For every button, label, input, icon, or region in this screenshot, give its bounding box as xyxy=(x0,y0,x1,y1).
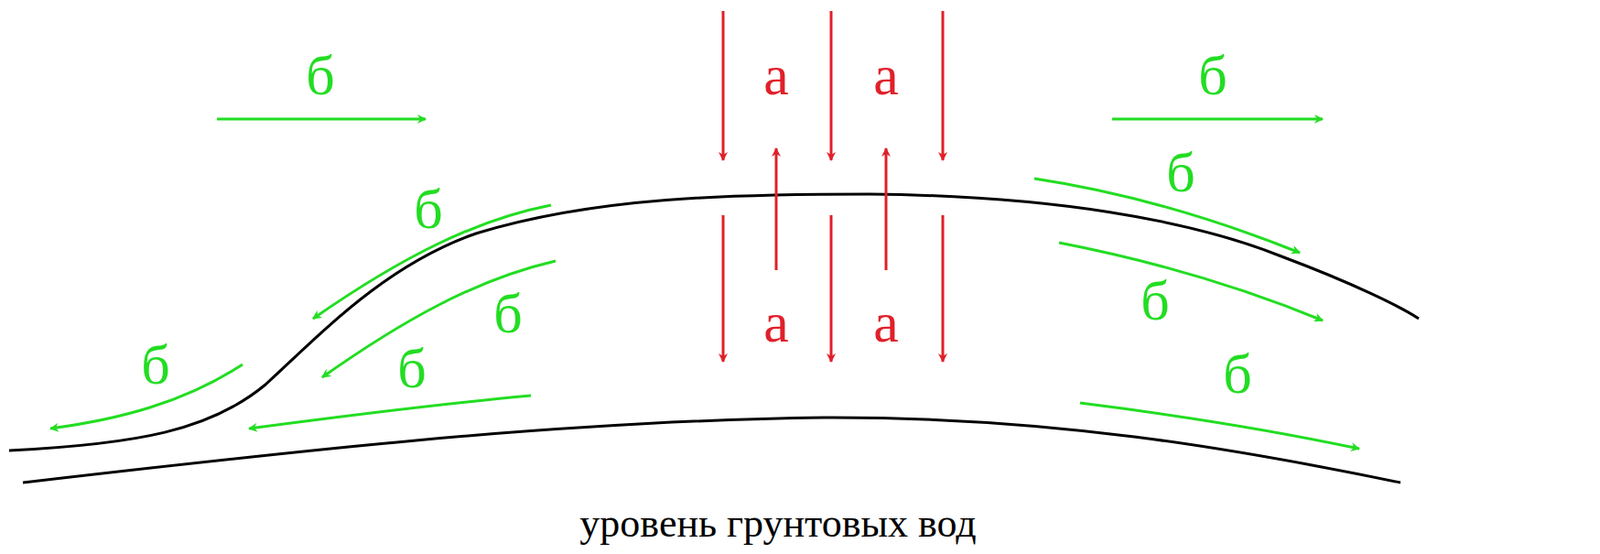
infiltration-label: а xyxy=(873,293,899,351)
infiltration-label: а xyxy=(873,46,899,104)
infiltration-arrows xyxy=(723,10,943,362)
mound-curve xyxy=(9,194,1419,451)
level-label: уровень грунтовых вод xyxy=(579,503,976,544)
infiltration-label: а xyxy=(763,46,790,104)
flow-label: б xyxy=(1166,143,1196,201)
flow-label: б xyxy=(1198,46,1228,104)
flow-arrows xyxy=(50,118,1360,449)
flow-label: б xyxy=(305,46,336,104)
flow-label: б xyxy=(413,180,444,238)
flow-label: б xyxy=(493,284,523,342)
flow-label: б xyxy=(397,339,427,397)
groundwater-line xyxy=(22,417,1401,483)
infiltration-label: а xyxy=(763,293,790,351)
flow-label: б xyxy=(140,335,171,393)
flow-label: б xyxy=(1140,271,1170,329)
flow-label: б xyxy=(1222,345,1253,402)
